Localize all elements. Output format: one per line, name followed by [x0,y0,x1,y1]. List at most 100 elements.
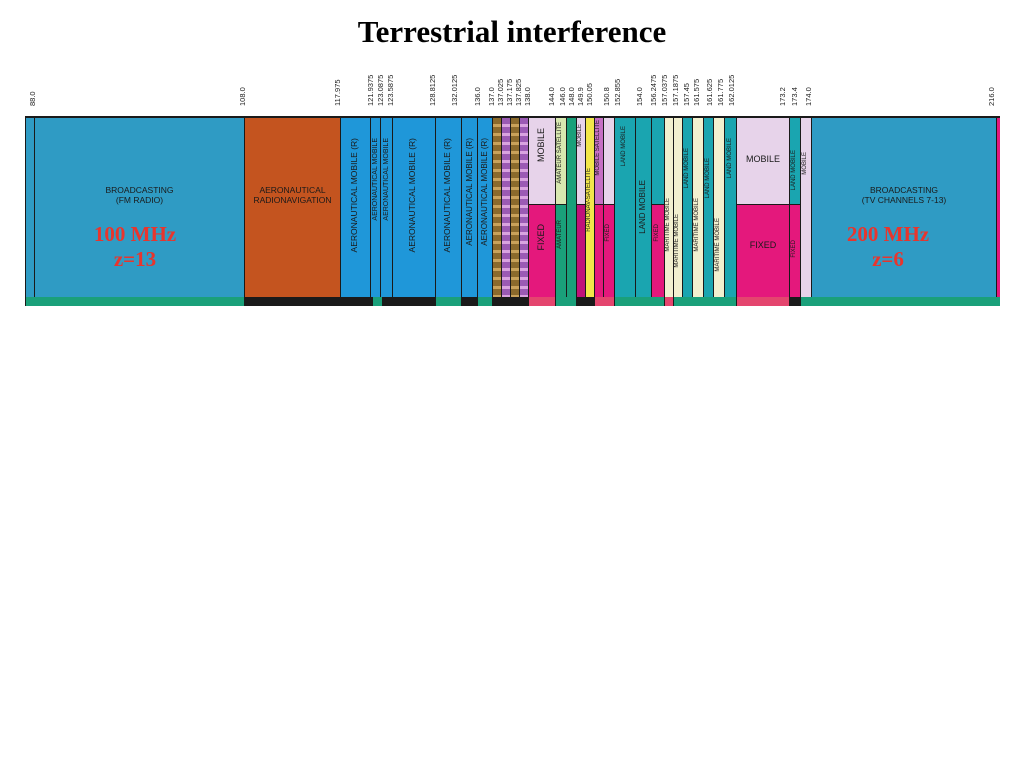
band-label: MOBILE [577,124,583,147]
band-segment [25,118,34,298]
band-space-operation [501,118,510,298]
band-label-line: AERONAUTICAL [259,185,326,195]
tick-label: 152.855 [613,78,622,106]
strip-segment [576,297,594,306]
slide-title: Terrestrial interference [357,14,667,49]
band-space-operation [519,118,528,298]
band-amateur: AMATEUR SATELLITE AMATEUR [555,118,566,298]
band-aeronautical-mobile-r: AERONAUTICAL MOBILE (R) [340,118,370,298]
band-land-mobile: LAND MOBILE [724,118,736,298]
band-aeronautical-mobile: AERONAUTICAL MOBILE [380,118,392,298]
annotation-left: 100 MHz z=13 [75,222,195,272]
band-amateur [566,118,576,298]
band-land-mobile: LAND MOBILE FIXED [789,118,800,298]
band-label: FIXED [654,224,660,242]
band-label: MARITIME MOBILE [715,218,721,272]
strip-segment [614,297,664,306]
strip-segment [25,297,244,306]
tick-label: 117.975 [333,79,342,106]
band-label-line: (FM RADIO) [115,194,164,205]
band-label: MARITIME MOBILE [694,198,700,252]
tick-label: 161.575 [692,78,701,106]
band-label: RADIONAV-SATELLITE [586,168,592,232]
band-label: FIXED [536,224,546,251]
band-label: AERONAUTICAL MOBILE (R) [464,138,474,246]
band-land-mobile: LAND MOBILE [682,118,692,298]
strip-segment [492,297,528,306]
band-label: FIXED [749,240,777,250]
band-label: LAND MOBILE [726,138,733,179]
band-aeronautical-mobile-r: AERONAUTICAL MOBILE (R) [435,118,461,298]
strip-segment [372,297,382,306]
band-label: AERONAUTICAL MOBILE (R) [407,138,417,253]
band-label: AERONAUTICAL MOBILE (R) [348,138,359,253]
band-label: LAND MOBILE [791,150,797,191]
strip-segment [477,297,492,306]
band-label: AERONAUTICAL MOBILE [371,138,379,221]
band-mobile-fixed: FIXED [603,118,614,298]
strip-segment [789,297,800,306]
band-space-operation [510,118,519,298]
band-land-mobile: LAND MOBILE [635,118,651,298]
band-aeronautical-mobile-r: AERONAUTICAL MOBILE (R) [477,118,492,298]
band-label: AERONAUTICAL MOBILE (R) [480,138,489,246]
band-label: BROADCASTING (FM RADIO) [35,185,244,206]
band-aeronautical-mobile-r: AERONAUTICAL MOBILE (R) [461,118,477,298]
annotation-freq: 100 MHz [93,222,177,246]
band-aeronautical-radionavigation: AERONAUTICAL RADIONAVIGATION [244,118,340,298]
tick-label: 132.0125 [450,74,459,106]
band-label: LAND MOBILE [683,148,690,189]
band-label: MOBILE [536,128,546,163]
strip-segment [594,297,614,306]
tick-label: 162.0125 [727,74,736,106]
strip-segment [244,297,372,306]
tick-label: 173.2 [778,87,787,106]
band-label: MOBILE [745,154,780,164]
band-mobile-fixed: MOBILE FIXED [736,118,789,298]
band-land-mobile: LAND MOBILE [614,118,635,298]
band-maritime-mobile: MARITIME MOBILE [692,118,703,298]
tick-label: 138.0 [523,87,532,106]
tick-label: 88.0 [28,91,37,106]
band-mobile: MOBILE [800,118,811,298]
strip-segment [435,297,461,306]
band-mobile-satellite: MOBILE SATELLITE [594,118,603,298]
band-label: LAND MOBILE [621,126,627,167]
band-label-line: (TV CHANNELS 7-13) [861,194,947,205]
band-label: AERONAUTICAL RADIONAVIGATION [245,185,340,206]
band-aeronautical-mobile-r: AERONAUTICAL MOBILE (R) [392,118,435,298]
band-mobile-fixed: MOBILE FIXED [528,118,555,298]
tick-label: 108.0 [238,87,247,106]
band-label-line: BROADCASTING [105,185,174,195]
annotation-z: z=6 [872,247,904,272]
band-label: MARITIME MOBILE [674,214,680,268]
band-label: BROADCASTING (TV CHANNELS 7-13) [812,185,996,206]
tick-label: 154.0 [635,87,644,106]
strip-segment [382,297,435,306]
tick-label: 216.0 [987,87,996,106]
band-label: AERONAUTICAL MOBILE (R) [441,138,452,253]
band-label: AERONAUTICAL MOBILE [382,138,390,221]
tick-label: 123.5875 [386,74,395,106]
tick-label: 136.0 [473,87,482,106]
band-broadcasting-tv: BROADCASTING (TV CHANNELS 7-13) [811,118,996,298]
band-mobile-satellite: MOBILE [576,118,585,298]
band-label: MOBILE SATELLITE [595,120,601,176]
strip-segment [800,297,1000,306]
band-label-line: BROADCASTING [869,185,938,195]
band-land-mobile: LAND MOBILE [703,118,713,298]
tick-label: 150.05 [585,83,594,106]
annotation-z: z=13 [113,247,157,272]
band-label: LAND MOBILE [704,158,711,199]
band-label: FIXED [791,240,797,258]
tick-label: 174.0 [804,87,813,106]
service-strip [25,296,1000,308]
frequency-allocation-chart: 88.0 108.0 117.975 121.9375 123.0875 123… [25,62,1000,314]
band-broadcasting-fm: BROADCASTING (FM RADIO) [34,118,244,298]
strip-segment [461,297,477,306]
band-label: AMATEUR [557,220,563,249]
tick-label: 128.8125 [428,74,437,106]
band-label-line: RADIONAVIGATION [253,194,332,205]
strip-segment [673,297,736,306]
annotation-right: 200 MHz z=6 [828,222,948,272]
